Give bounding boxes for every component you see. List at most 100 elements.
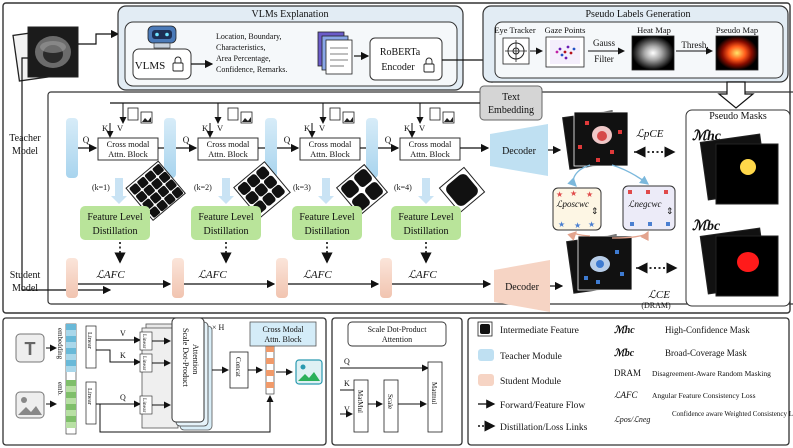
teacher-prediction-stack [562,110,629,170]
pos-loss-box [552,187,602,231]
svg-text:★: ★ [556,190,563,199]
cma-label-1: Cross modal [207,139,250,149]
vlm-desc-3: Area Percentage, [216,54,271,63]
fld-line-2: Distillation [305,226,350,237]
sdpa-title-1: Scale Dot-Product [368,325,428,334]
feature-grid-1x1 [438,166,486,214]
fld-line-1: Feature Level [87,212,142,223]
legend-dram-text: Disagreement-Aware Random Masking [652,369,771,378]
k-label: K [202,123,209,133]
text-image-icon [127,107,455,124]
svg-text:Scale Dot-Product: Scale Dot-Product [181,328,190,388]
teacher-label-2: Model [12,146,38,157]
concat-label: Concat [234,357,242,377]
teacher-feature-2 [265,118,277,178]
legend-mbc-sym: ℳbc [614,348,635,359]
scale-box [383,379,399,433]
legend-afc-text: Angular Feature Consistency Loss [652,391,756,400]
text-embedding-2: Embedding [488,105,534,116]
legend-forward: Forward/Feature Flow [500,401,585,411]
neg-loss: ℒnegcwc [628,199,661,209]
cma-stage-4: Q Cross modal Attn. Block K V [378,123,490,161]
student-label-2: Model [12,283,38,294]
cma-title-box [249,321,317,347]
encoder-line-1: RoBERTa [380,47,421,58]
fld-line-2: Distillation [204,226,249,237]
fld-box-1: Feature Level Distillation [80,206,150,240]
text-embedding-1: Text [502,92,520,103]
sdpa-detail-frame [331,317,463,446]
linear-layers: Linear Linear [85,325,97,425]
ce-loss: ℒCE [648,289,670,301]
student-feature-2 [276,258,288,298]
legend-mhc-text: High-Confidence Mask [665,325,750,335]
v-label: V [117,123,124,133]
cma-title-2: Attn. Block [264,335,301,344]
q-label: Q [385,135,392,145]
svg-text:★: ★ [588,220,595,229]
teacher-decoder-label: Decoder [502,146,537,157]
stage-label-3: (k=3) [293,183,311,192]
gauss-1: Gauss [593,38,615,48]
svg-text:⇕: ⇕ [591,206,599,216]
cma-label-2: Attn. Block [108,149,148,159]
legend-intermediate-icon [477,321,493,337]
sdpa-block: Scale Dot-Product Attention [171,317,213,431]
legend-teacher: Teacher Module [500,352,562,362]
legend-mbc-text: Broad-Coverage Mask [665,348,747,358]
emb-label: emb. [56,382,64,396]
svg-text:Linear: Linear [141,334,147,349]
eye-tracker-label: Eye Tracker [494,25,535,35]
cma-label-1: Cross modal [107,139,150,149]
heat-map-image [631,35,675,71]
robot-icon [147,25,177,49]
legend-dram-sym: DRAM [614,368,641,378]
fld-line-2: Distillation [404,226,449,237]
matmul2-box [427,361,443,433]
cma-stage-1: Q Cross modal Attn. Block K V [78,123,164,161]
fld-box-2: Feature Level Distillation [191,206,261,240]
v-label: V [120,329,126,338]
cma-label-2: Attn. Block [410,149,450,159]
teacher-down-arrows [111,178,434,204]
legend-mhc-sym: ℳhc [614,325,635,336]
legend-distill: Distillation/Loss Links [500,423,588,433]
cma-stage-2: Q Cross modal Attn. Block K V [176,123,265,161]
mbc-mask-stack [699,227,779,297]
pseudo-map-label: Pseudo Map [716,25,758,35]
heat-map-label: Heat Map [637,25,671,35]
student-decoder-label: Decoder [505,282,540,293]
teacher-label-1: Teacher [9,133,41,144]
svg-text:★: ★ [586,190,593,199]
detail-frame [2,317,327,446]
eye-tracker-icon [502,37,530,65]
dram-label: (DRAM) [641,301,671,310]
mbc-label: ℳbc [692,219,721,234]
sdpa-v: V [344,405,350,414]
legend-cwc-sym: ℒpos/ℒneg [614,415,650,424]
matmul2-label: Matmul [430,382,438,404]
gaze-points-label: Gaze Points [545,25,586,35]
feature-grid-4x4 [125,160,186,222]
k-label: K [404,123,411,133]
k-label: K [120,351,126,360]
gaze-points-image [545,36,585,68]
pseudo-down-arrow [717,81,755,109]
pce-loss: ℒpCE [636,128,664,140]
student-label-1: Student [10,270,41,281]
fld-box-4: Feature Level Distillation [391,206,461,240]
pos-markers: ★ ★ ★ ★ ★ ★ ⇕ [556,189,599,230]
feature-grid-3x3 [233,161,291,219]
thresh-label: Thresh. [681,40,708,50]
afc-loss-2: ℒAFC [198,269,227,281]
lock-icon [172,56,184,72]
afc-loss-1: ℒAFC [96,269,125,281]
sdpa-title-box [347,321,447,347]
teacher-feature-0 [66,118,78,178]
legend-student: Student Module [500,377,561,387]
cma-label-1: Cross modal [309,139,352,149]
vlm-desc-4: Confidence, Remarks. [216,65,287,74]
v-label: V [419,123,426,133]
stage-label-4: (k=4) [394,183,412,192]
